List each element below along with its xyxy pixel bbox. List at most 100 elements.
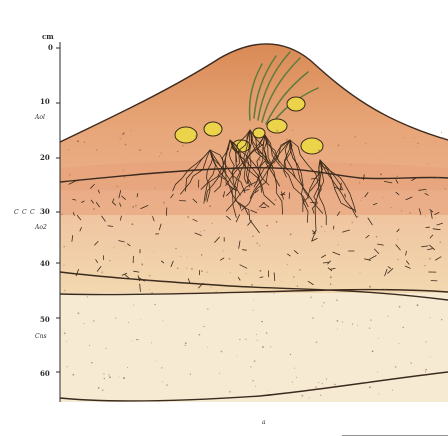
stipple-dot bbox=[77, 140, 79, 142]
stipple-dot bbox=[81, 130, 82, 131]
stipple-dot bbox=[417, 146, 418, 147]
stipple-dot bbox=[301, 395, 303, 397]
stipple-dot bbox=[124, 176, 126, 178]
stipple-dot bbox=[235, 178, 237, 180]
stipple-dot bbox=[257, 243, 258, 244]
stipple-dot bbox=[130, 130, 131, 131]
stipple-dot bbox=[133, 304, 134, 305]
stipple-dot bbox=[128, 322, 129, 323]
nodule bbox=[175, 127, 197, 143]
stipple-dot bbox=[84, 141, 85, 142]
stipple-dot bbox=[257, 194, 258, 195]
stipple-dot bbox=[292, 130, 293, 131]
stipple-dot bbox=[318, 382, 319, 383]
stipple-dot bbox=[337, 244, 338, 245]
stipple-dot bbox=[377, 372, 378, 373]
stipple-dot bbox=[262, 346, 264, 348]
stipple-dot bbox=[61, 214, 63, 216]
stipple-dot bbox=[310, 296, 312, 298]
stipple-dot bbox=[392, 390, 393, 391]
stipple-dot bbox=[132, 206, 134, 208]
stipple-dot bbox=[207, 347, 208, 348]
stipple-dot bbox=[250, 366, 251, 367]
stipple-dot bbox=[154, 251, 155, 252]
stipple-dot bbox=[180, 256, 181, 257]
stipple-dot bbox=[191, 268, 193, 270]
stipple-dot bbox=[296, 377, 297, 378]
stipple-dot bbox=[294, 368, 295, 369]
stipple-dot bbox=[429, 258, 431, 260]
stipple-dot bbox=[119, 377, 120, 378]
stipple-dot bbox=[320, 395, 321, 396]
stipple-dot bbox=[430, 356, 431, 357]
stipple-dot bbox=[98, 387, 100, 389]
stipple-dot bbox=[87, 296, 88, 297]
stipple-dot bbox=[286, 139, 287, 140]
stipple-dot bbox=[427, 164, 428, 165]
stipple-dot bbox=[203, 326, 204, 327]
stipple-dot bbox=[403, 327, 404, 328]
stipple-dot bbox=[270, 136, 271, 137]
stipple-dot bbox=[219, 233, 220, 234]
stipple-dot bbox=[292, 382, 293, 383]
stipple-dot bbox=[268, 390, 269, 391]
scale-unit: cm bbox=[42, 32, 54, 41]
scale-tick-label-40: 40 bbox=[40, 259, 50, 268]
stipple-dot bbox=[222, 195, 223, 196]
stipple-dot bbox=[317, 139, 319, 141]
horizon-label-ao2: Ao2 bbox=[34, 224, 47, 231]
stipple-dot bbox=[417, 304, 419, 306]
stipple-dot bbox=[114, 247, 115, 248]
stipple-dot bbox=[156, 361, 157, 362]
stipple-dot bbox=[430, 317, 431, 318]
stipple-dot bbox=[161, 367, 163, 369]
stipple-dot bbox=[69, 174, 70, 175]
stipple-dot bbox=[252, 310, 253, 311]
stipple-dot bbox=[425, 341, 427, 343]
stipple-dot bbox=[162, 381, 163, 382]
stipple-dot bbox=[74, 273, 76, 275]
stipple-dot bbox=[221, 351, 223, 353]
stipple-dot bbox=[256, 334, 257, 335]
soil-layers bbox=[60, 44, 448, 402]
stipple-dot bbox=[245, 151, 247, 153]
layer-pale bbox=[60, 290, 448, 402]
stipple-dot bbox=[445, 188, 446, 189]
stipple-dot bbox=[257, 340, 258, 341]
stipple-dot bbox=[362, 197, 363, 198]
figure-note: a bbox=[262, 419, 266, 426]
stipple-dot bbox=[317, 173, 319, 175]
stipple-dot bbox=[395, 366, 397, 368]
stipple-dot bbox=[96, 149, 98, 151]
stipple-dot bbox=[397, 239, 398, 240]
stipple-dot bbox=[252, 236, 253, 237]
stipple-dot bbox=[67, 366, 68, 367]
stipple-dot bbox=[104, 378, 105, 379]
stipple-dot bbox=[229, 285, 230, 286]
stipple-dot bbox=[308, 158, 309, 159]
stipple-dot bbox=[287, 264, 288, 265]
stipple-dot bbox=[275, 199, 277, 201]
stipple-dot bbox=[177, 151, 179, 153]
stipple-dot bbox=[93, 320, 95, 322]
stipple-dot bbox=[195, 135, 197, 137]
horizon-labels: Aol Ao2 C C C Cns bbox=[14, 114, 47, 340]
stipple-dot bbox=[219, 373, 220, 374]
nodule bbox=[301, 138, 323, 154]
stipple-dot bbox=[237, 355, 238, 356]
stipple-dot bbox=[397, 259, 399, 261]
stipple-dot bbox=[141, 319, 142, 320]
scale-tick-label-0: 0 bbox=[48, 43, 53, 52]
stipple-dot bbox=[102, 389, 104, 391]
stipple-dot bbox=[316, 341, 318, 343]
stipple-dot bbox=[259, 270, 261, 272]
scale-tick-label-10: 10 bbox=[40, 97, 50, 106]
stipple-dot bbox=[324, 231, 325, 232]
stipple-dot bbox=[223, 250, 224, 251]
stipple-dot bbox=[105, 348, 106, 349]
stipple-dot bbox=[435, 218, 436, 219]
stipple-dot bbox=[230, 272, 231, 273]
stipple-dot bbox=[299, 269, 301, 271]
stipple-dot bbox=[149, 275, 150, 276]
stipple-dot bbox=[136, 339, 137, 340]
